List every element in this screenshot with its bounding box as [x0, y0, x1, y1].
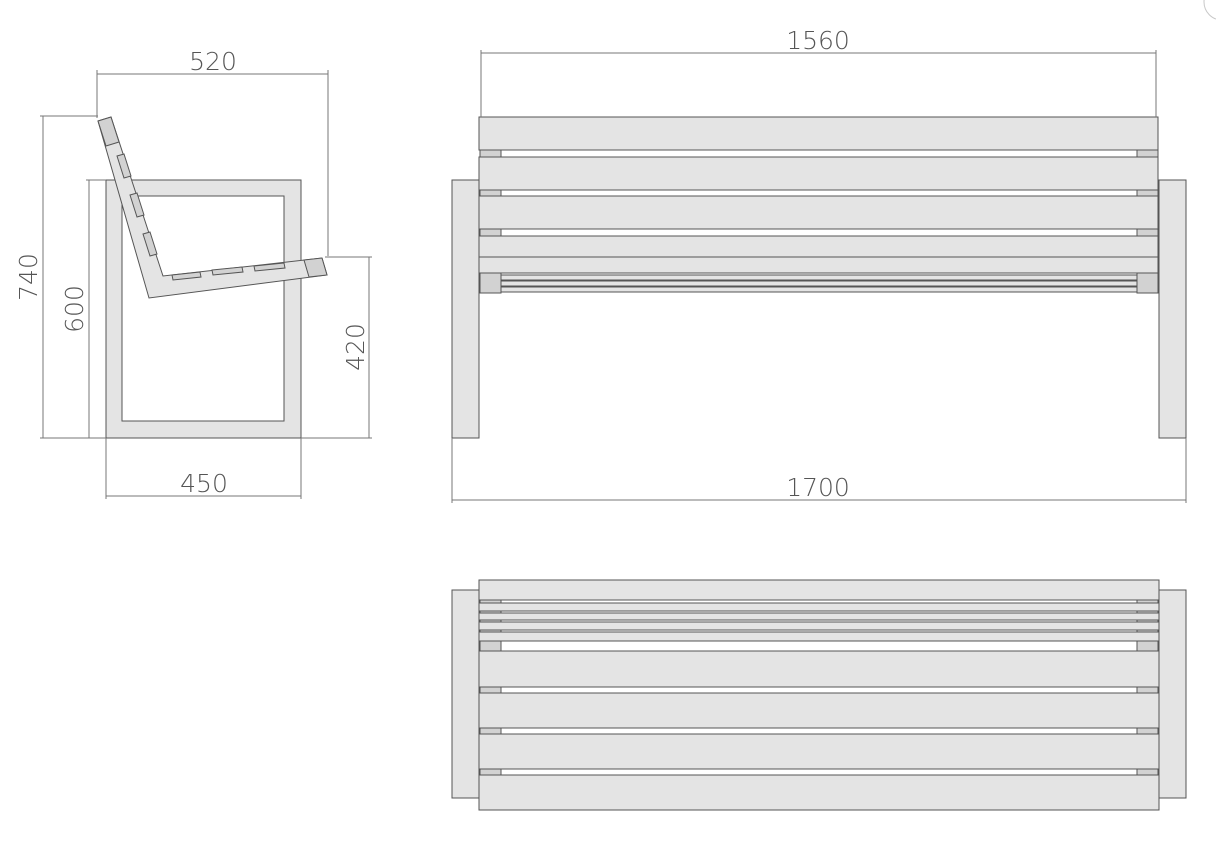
side-backrest-slat	[97, 116, 120, 147]
dimension-label-1700: 1700	[786, 473, 850, 502]
top-backrest-slat	[478, 579, 1160, 601]
top-seat-slat	[478, 692, 1160, 729]
front-backrest-slat	[478, 156, 1159, 191]
side-seat-slat	[171, 271, 202, 281]
front-leg-left	[451, 179, 480, 439]
dimension-label-600: 600	[60, 285, 89, 333]
dimension-label-420: 420	[341, 323, 370, 371]
front-backrest-slat	[478, 235, 1159, 258]
side-seat-slat	[303, 257, 328, 278]
side-seat-slat	[253, 262, 286, 272]
top-backrest-slat	[478, 602, 1160, 612]
front-leg-right	[1158, 179, 1187, 439]
front-backrest-slat	[478, 116, 1159, 151]
front-backrest-slat	[478, 256, 1159, 274]
top-view	[451, 579, 1187, 811]
top-frame-left	[451, 589, 480, 799]
side-seat-slat	[211, 266, 244, 276]
front-backrest-slat	[478, 195, 1159, 230]
front-seat-edge	[500, 286, 1138, 293]
top-seat-slat	[478, 774, 1160, 811]
top-frame-right	[1158, 589, 1187, 799]
side-backrest-slat	[142, 231, 158, 257]
front-view: 1560 1700	[451, 26, 1187, 503]
dimension-label-740: 740	[14, 253, 43, 301]
top-seat-slat	[478, 650, 1160, 688]
corner-icon[interactable]	[1203, 0, 1216, 20]
dimension-label-1560: 1560	[786, 26, 850, 55]
top-backrest-slat	[478, 621, 1160, 631]
top-backrest-slat	[478, 612, 1160, 621]
side-backrest-slat	[129, 192, 145, 218]
top-seat-slat	[478, 733, 1160, 770]
dimension-label-520: 520	[189, 47, 237, 76]
front-seat-edge	[500, 274, 1138, 281]
side-view: 520 740 600 420 450	[14, 47, 372, 499]
dimension-label-450: 450	[180, 469, 228, 498]
side-backrest-slat	[116, 153, 132, 179]
front-seat-edge	[500, 280, 1138, 287]
top-backrest-slat	[478, 631, 1160, 642]
